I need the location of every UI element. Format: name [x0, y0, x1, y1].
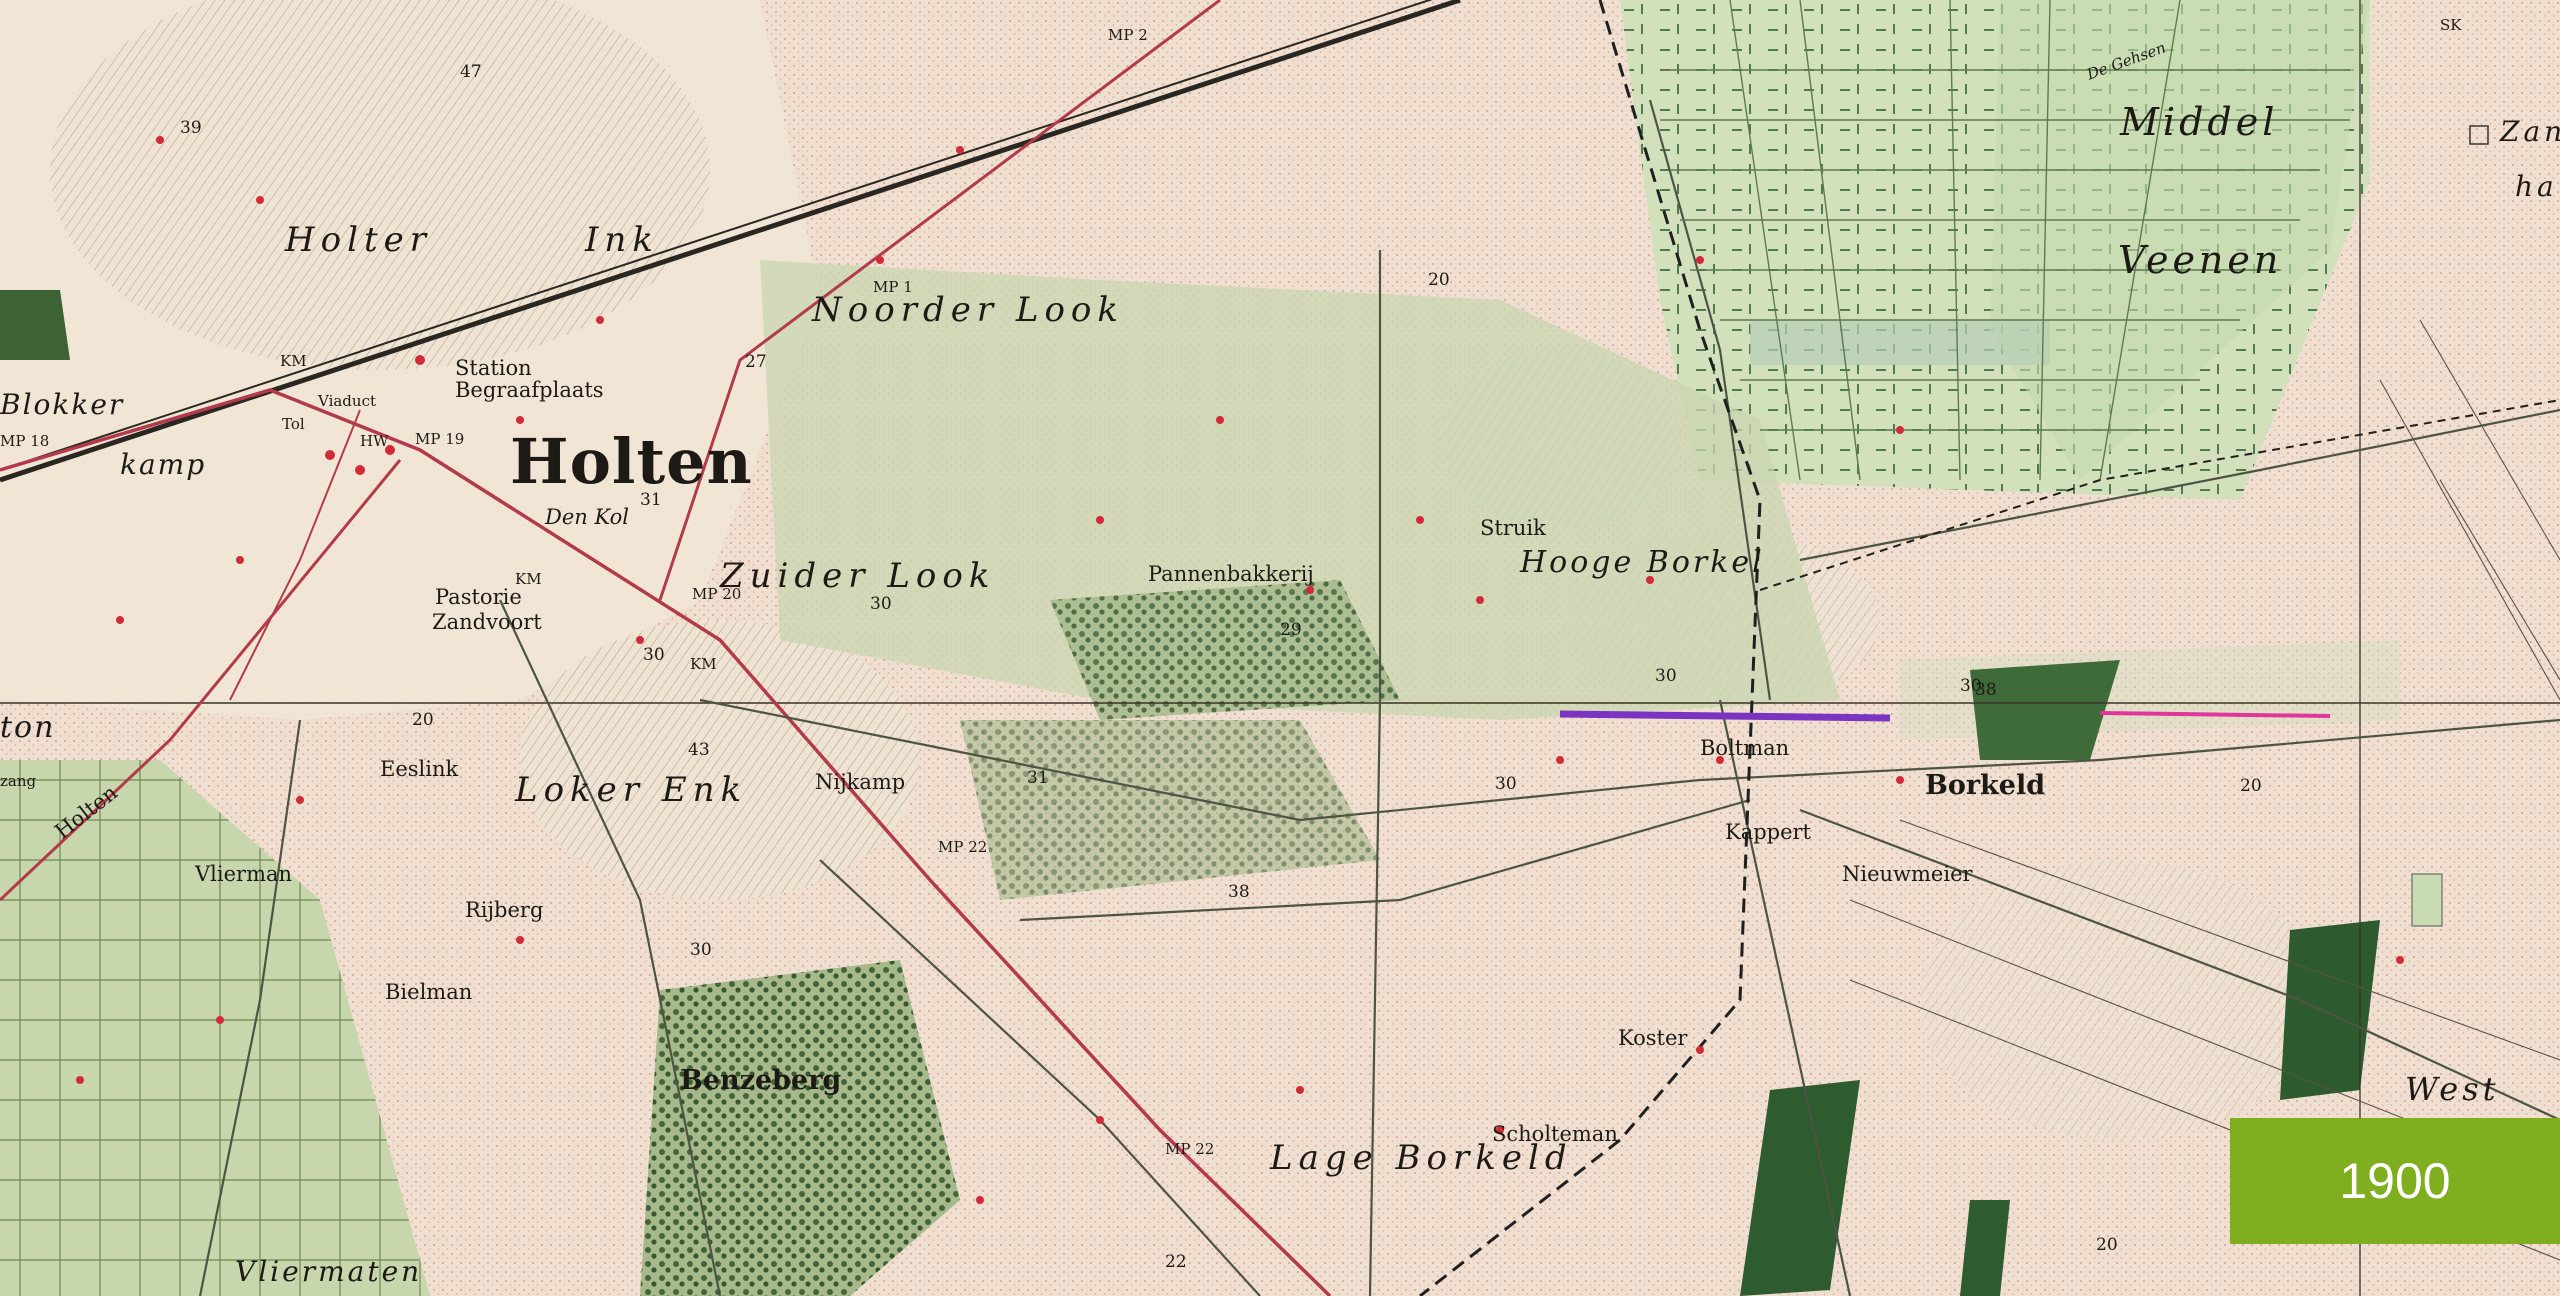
- elev-30c: 30: [1655, 666, 1677, 686]
- label-viaduct: Viaduct: [318, 392, 377, 410]
- label-sk: SK: [2440, 16, 2462, 34]
- label-holter: Holter: [285, 220, 433, 260]
- label-mp-1: MP 1: [873, 278, 913, 296]
- label-hooge-borkel: Hooge Borkel: [1520, 545, 1765, 580]
- label-kappert: Kappert: [1725, 820, 1811, 844]
- elev-20b: 20: [412, 710, 434, 730]
- label-scholteman: Scholteman: [1492, 1122, 1618, 1146]
- elev-47: 47: [460, 62, 482, 82]
- label-zan: Zan: [2500, 115, 2560, 148]
- label-km-2: KM: [515, 570, 542, 588]
- label-ink: Ink: [585, 220, 659, 260]
- label-kamp: kamp: [120, 448, 207, 481]
- label-vlierman: Vlierman: [195, 862, 293, 886]
- label-nijkamp: Nijkamp: [815, 770, 906, 794]
- label-struik: Struik: [1480, 516, 1546, 540]
- label-tol: Tol: [282, 415, 305, 433]
- label-ha: ha: [2515, 170, 2558, 203]
- label-pastorie: Pastorie: [435, 585, 522, 609]
- label-mp-19: MP 19: [415, 430, 465, 448]
- elev-27: 27: [745, 352, 767, 372]
- label-koster: Koster: [1618, 1026, 1688, 1050]
- label-mp-20: MP 20: [692, 585, 742, 603]
- label-km-1: KM: [280, 352, 307, 370]
- label-mp-18: MP 18: [0, 432, 50, 450]
- label-zang: zang: [0, 772, 37, 790]
- label-station: Station: [455, 356, 532, 380]
- label-km-3: KM: [690, 655, 717, 673]
- label-pannenbakkerij: Pannenbakkerij: [1148, 562, 1314, 586]
- elev-20a: 20: [1428, 270, 1450, 290]
- label-benzeberg: Benzeberg: [680, 1065, 842, 1096]
- label-holten: Holten: [510, 425, 753, 498]
- elev-29: 29: [1280, 620, 1302, 640]
- elev-30f: 30: [1960, 676, 1982, 696]
- elev-31b: 31: [1027, 768, 1049, 788]
- label-noorder-look: Noorder Look: [812, 290, 1125, 330]
- elev-39: 39: [180, 118, 202, 138]
- elev-22: 22: [1165, 1252, 1187, 1272]
- elev-30a: 30: [870, 594, 892, 614]
- label-den-kol: Den Kol: [545, 505, 629, 529]
- year-badge: 1900: [2230, 1118, 2560, 1244]
- elev-30e: 30: [1495, 774, 1517, 794]
- label-begraafplaats: Begraafplaats: [455, 378, 604, 402]
- label-bielman: Bielman: [385, 980, 473, 1004]
- label-mp-2: MP 2: [1108, 26, 1148, 44]
- label-mp-22b: MP 22: [1165, 1140, 1215, 1158]
- label-nieuwmeier: Nieuwmeier: [1842, 862, 1973, 886]
- label-west: West: [2405, 1070, 2500, 1108]
- elev-43: 43: [688, 740, 710, 760]
- label-veenen: Veenen: [2118, 238, 2283, 282]
- label-hw: HW: [360, 432, 389, 450]
- label-rijberg: Rijberg: [465, 898, 544, 922]
- elev-30d: 30: [690, 940, 712, 960]
- label-loker-enk: Loker Enk: [515, 770, 748, 810]
- label-zandvoort: Zandvoort: [432, 610, 542, 634]
- elev-38a: 38: [1228, 882, 1250, 902]
- label-vliermaten: Vliermaten: [235, 1255, 423, 1288]
- elev-38b: 38: [1975, 680, 1997, 700]
- elev-31: 31: [640, 490, 662, 510]
- label-mp-22: MP 22: [938, 838, 988, 856]
- label-ton: ton: [0, 710, 56, 745]
- label-blokker: Blokker: [0, 388, 125, 421]
- label-zuider-look: Zuider Look: [720, 556, 996, 596]
- label-lage-borkeld: Lage Borkeld: [1270, 1138, 1573, 1178]
- elev-30b: 30: [643, 645, 665, 665]
- label-boltman: Boltman: [1700, 736, 1790, 760]
- label-borkeld: Borkeld: [1925, 770, 2046, 801]
- label-middel: Middel: [2120, 100, 2279, 144]
- elev-20d: 20: [2096, 1235, 2118, 1255]
- elev-20c: 20: [2240, 776, 2262, 796]
- label-eeslink: Eeslink: [380, 757, 459, 781]
